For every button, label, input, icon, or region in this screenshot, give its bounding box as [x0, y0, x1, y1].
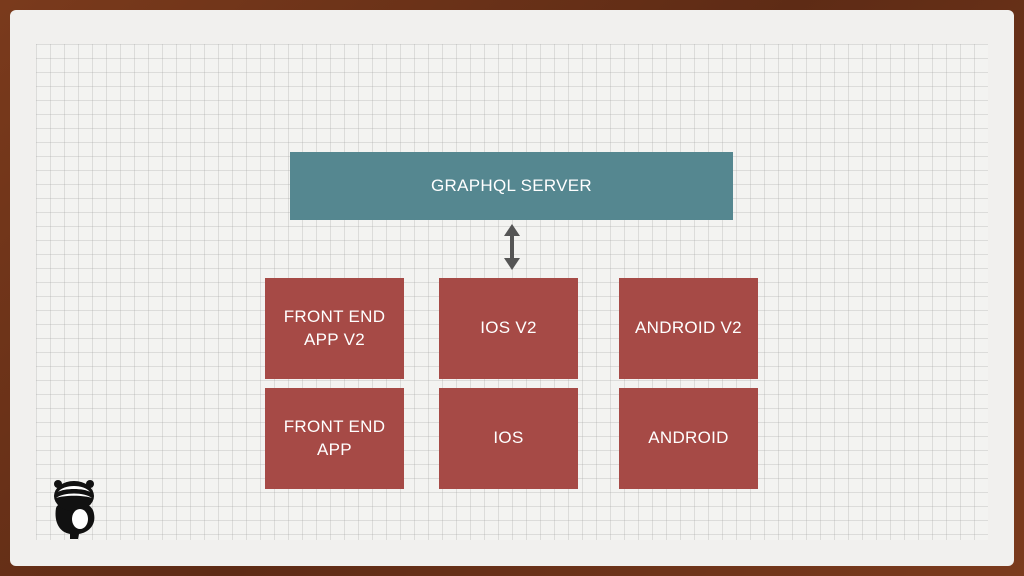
android-label: ANDROID	[648, 428, 729, 448]
android-v2-label: ANDROID V2	[635, 318, 742, 338]
android-v2-box: ANDROID V2	[619, 278, 758, 379]
ios-label: IOS	[493, 428, 524, 448]
ios-box: IOS	[439, 388, 578, 489]
ios-v2-label: IOS V2	[480, 318, 537, 338]
bidirectional-arrow-icon	[504, 224, 520, 270]
front-end-app-v2-label: FRONT END APP V2	[283, 307, 386, 349]
android-box: ANDROID	[619, 388, 758, 489]
graphql-server-box: GRAPHQL SERVER	[290, 152, 733, 220]
front-end-app-box: FRONT END APP	[265, 388, 404, 489]
front-end-app-label: FRONT END APP	[283, 417, 386, 459]
ios-v2-box: IOS V2	[439, 278, 578, 379]
graphql-server-label: GRAPHQL SERVER	[430, 175, 593, 195]
badger-logo-icon	[54, 480, 95, 539]
slide: GRAPHQL SERVER FRONT END APP V2 IOS V2 A…	[10, 10, 1014, 566]
front-end-app-v2-box: FRONT END APP V2	[265, 278, 404, 379]
